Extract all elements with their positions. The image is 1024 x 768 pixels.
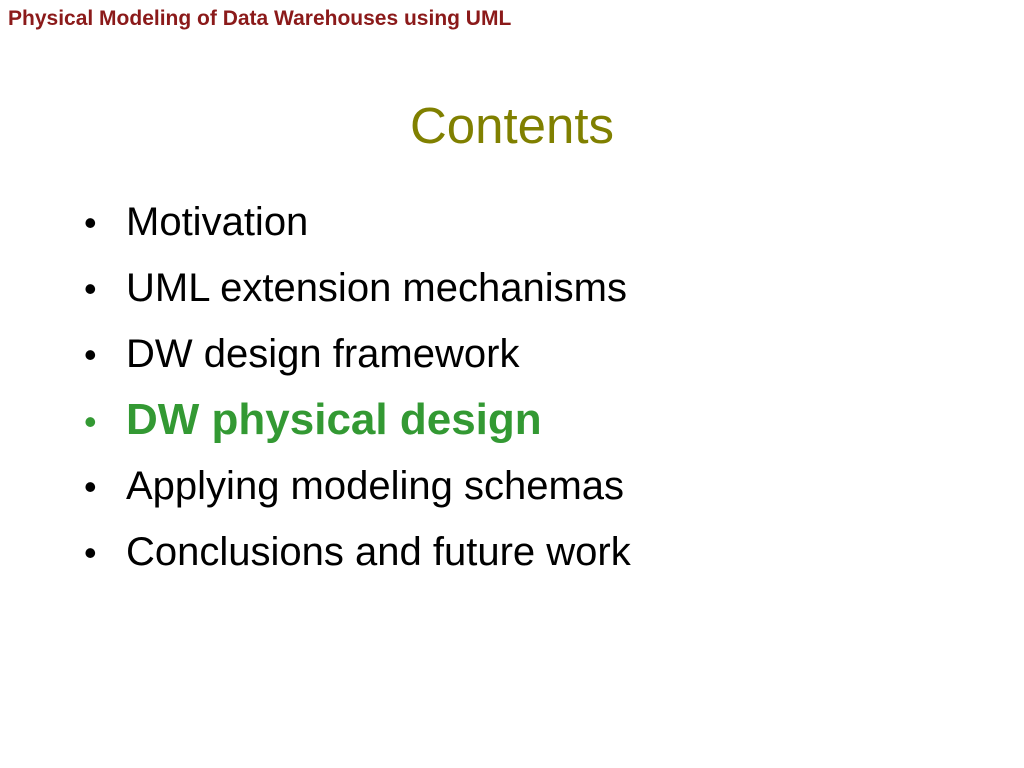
list-item-label: Conclusions and future work [126, 530, 631, 574]
list-item-label: DW design framework [126, 332, 520, 376]
list-item-dw-physical-design: • DW physical design [84, 392, 631, 458]
presentation-title: Physical Modeling of Data Warehouses usi… [8, 7, 512, 30]
list-item-motivation: • Motivation [84, 194, 631, 260]
bullet-icon: • [84, 401, 97, 442]
list-item-label: DW physical design [126, 395, 542, 444]
list-item-label: Motivation [126, 200, 309, 244]
bullet-icon: • [84, 334, 97, 375]
bullet-icon: • [84, 202, 97, 243]
list-item-applying-schemas: • Applying modeling schemas [84, 458, 631, 524]
bullet-icon: • [84, 466, 97, 507]
contents-list: • Motivation • UML extension mechanisms … [84, 194, 631, 590]
list-item-dw-design-framework: • DW design framework [84, 326, 631, 392]
bullet-icon: • [84, 268, 97, 309]
bullet-icon: • [84, 532, 97, 573]
list-item-label: UML extension mechanisms [126, 266, 627, 310]
list-item-conclusions: • Conclusions and future work [84, 524, 631, 590]
list-item-label: Applying modeling schemas [126, 464, 625, 508]
slide-title: Contents [409, 97, 615, 154]
list-item-uml-extension: • UML extension mechanisms [84, 260, 631, 326]
